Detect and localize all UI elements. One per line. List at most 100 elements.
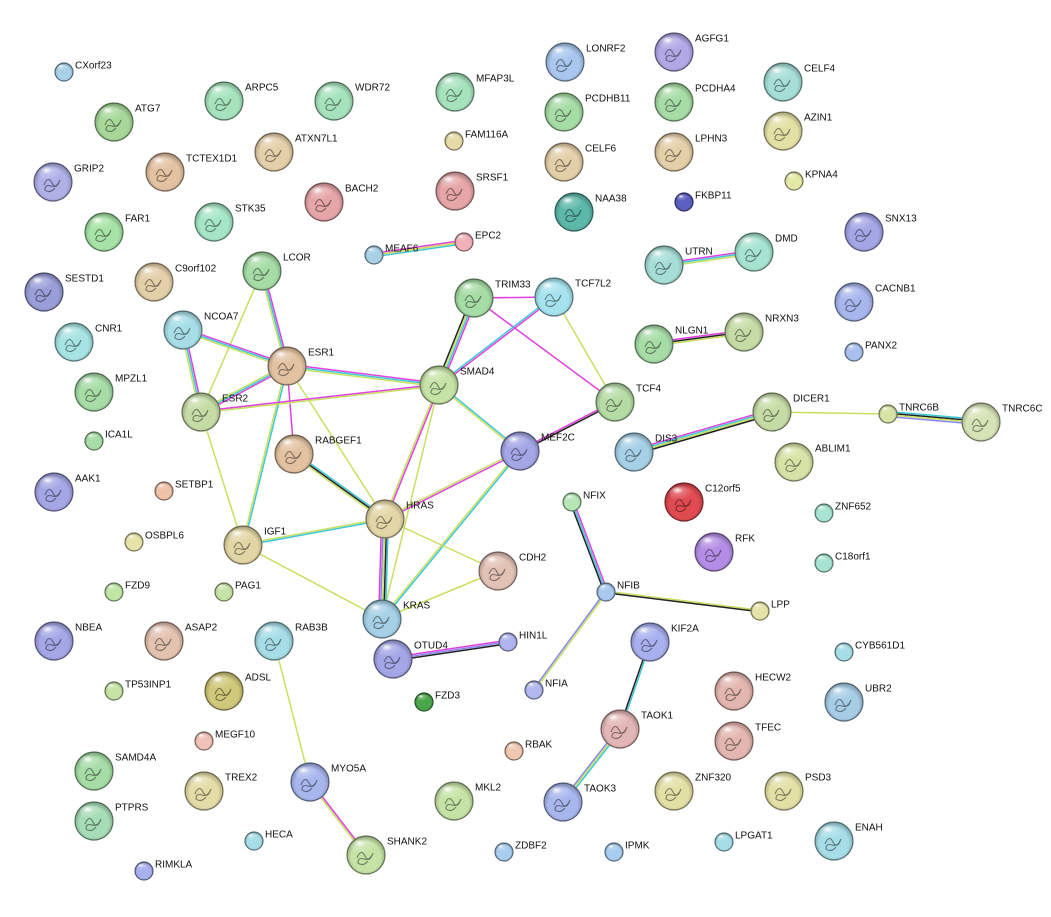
node-NFIX[interactable]: NFIX — [562, 491, 606, 512]
node-TAOK3[interactable]: TAOK3 — [543, 782, 616, 822]
node-PAG1[interactable]: PAG1 — [214, 581, 261, 602]
node-ZNF320[interactable]: ZNF320 — [654, 771, 732, 811]
node-NRXN3[interactable]: NRXN3 — [724, 312, 799, 352]
node-SMAD4[interactable]: SMAD4 — [419, 365, 495, 405]
node-TAOK1[interactable]: TAOK1 — [600, 709, 673, 749]
node-FAR1[interactable]: FAR1 — [84, 212, 150, 252]
node-CDH2[interactable]: CDH2 — [478, 551, 547, 591]
node-WDR72[interactable]: WDR72 — [314, 81, 390, 121]
node-ATG7[interactable]: ATG7 — [94, 102, 161, 142]
node-FKBP11[interactable]: FKBP11 — [674, 191, 732, 212]
node-OSBPL6[interactable]: OSBPL6 — [124, 531, 184, 552]
node-C12orf5[interactable]: C12orf5 — [664, 482, 741, 522]
node-NAA38[interactable]: NAA38 — [554, 192, 627, 232]
node-PCDHA4[interactable]: PCDHA4 — [654, 82, 736, 122]
node-TP53INP1[interactable]: TP53INP1 — [104, 680, 172, 701]
node-TRIM33[interactable]: TRIM33 — [454, 278, 531, 318]
node-NCOA7[interactable]: NCOA7 — [163, 310, 239, 350]
node-FAM116A[interactable]: FAM116A — [444, 130, 508, 151]
node-FZD3[interactable]: FZD3 — [414, 691, 460, 712]
node-RBAK[interactable]: RBAK — [504, 740, 553, 761]
node-RAB3B[interactable]: RAB3B — [254, 621, 328, 661]
node-RFK[interactable]: RFK — [694, 532, 755, 572]
node-PCDHB11[interactable]: PCDHB11 — [544, 92, 631, 132]
node-RIMKLA[interactable]: RIMKLA — [134, 860, 193, 881]
node-MPZL1[interactable]: MPZL1 — [74, 372, 148, 412]
node-C9orf102[interactable]: C9orf102 — [134, 262, 217, 302]
node-MEAF6[interactable]: MEAF6 — [364, 244, 419, 265]
node-LPP[interactable]: LPP — [750, 600, 790, 621]
node-OTUD4[interactable]: OTUD4 — [373, 639, 448, 679]
node-RABGEF1[interactable]: RABGEF1 — [274, 434, 362, 474]
node-CNR1[interactable]: CNR1 — [54, 322, 123, 362]
node-CACNB1[interactable]: CACNB1 — [834, 282, 916, 322]
node-MEGF10[interactable]: MEGF10 — [194, 730, 255, 751]
node-NBEA[interactable]: NBEA — [34, 621, 103, 661]
node-MKL2[interactable]: MKL2 — [434, 781, 502, 821]
node-TCF7L2[interactable]: TCF7L2 — [534, 277, 612, 317]
node-DMD[interactable]: DMD — [734, 232, 798, 272]
node-AAK1[interactable]: AAK1 — [34, 472, 101, 512]
node-TNRC6C[interactable]: TNRC6C — [961, 402, 1043, 442]
node-STK35[interactable]: STK35 — [194, 202, 266, 242]
node-ENAH[interactable]: ENAH — [814, 821, 883, 861]
node-UBR2[interactable]: UBR2 — [824, 682, 892, 722]
node-SETBP1[interactable]: SETBP1 — [154, 480, 214, 501]
node-SNX13[interactable]: SNX13 — [844, 212, 917, 252]
node-SRSF1[interactable]: SRSF1 — [435, 171, 509, 211]
node-CXorf23[interactable]: CXorf23 — [54, 61, 112, 82]
node-TCF4[interactable]: TCF4 — [595, 382, 661, 422]
node-ICA1L[interactable]: ICA1L — [84, 430, 133, 451]
node-AGFG1[interactable]: AGFG1 — [654, 32, 729, 72]
node-SESTD1[interactable]: SESTD1 — [24, 272, 104, 312]
node-SAMD4A[interactable]: SAMD4A — [74, 751, 156, 791]
node-KRAS[interactable]: KRAS — [362, 599, 431, 639]
node-AZIN1[interactable]: AZIN1 — [763, 111, 833, 151]
node-C18orf1[interactable]: C18orf1 — [814, 552, 871, 573]
node-TREX2[interactable]: TREX2 — [184, 771, 258, 811]
node-LPGAT1[interactable]: LPGAT1 — [714, 831, 773, 852]
node-SHANK2[interactable]: SHANK2 — [346, 835, 427, 875]
node-PANX2[interactable]: PANX2 — [844, 341, 897, 362]
node-ADSL[interactable]: ADSL — [204, 671, 272, 711]
node-ZDBF2[interactable]: ZDBF2 — [494, 841, 547, 862]
node-DICER1[interactable]: DICER1 — [752, 392, 830, 432]
node-MEF2C[interactable]: MEF2C — [500, 431, 575, 471]
node-LONRF2[interactable]: LONRF2 — [545, 42, 626, 82]
node-MYO5A[interactable]: MYO5A — [290, 762, 366, 802]
node-UTRN[interactable]: UTRN — [644, 245, 713, 285]
node-ABLIM1[interactable]: ABLIM1 — [774, 442, 851, 482]
node-NFIA[interactable]: NFIA — [524, 679, 568, 700]
node-CYB561D1[interactable]: CYB561D1 — [834, 641, 905, 662]
node-LPHN3[interactable]: LPHN3 — [654, 132, 728, 172]
node-KIF2A[interactable]: KIF2A — [630, 622, 699, 662]
node-EPC2[interactable]: EPC2 — [454, 231, 502, 252]
node-HRAS[interactable]: HRAS — [365, 499, 434, 539]
node-IPMK[interactable]: IPMK — [604, 841, 650, 862]
node-BACH2[interactable]: BACH2 — [304, 182, 379, 222]
node-LCOR[interactable]: LCOR — [242, 251, 311, 291]
node-ASAP2[interactable]: ASAP2 — [144, 621, 218, 661]
node-CELF4[interactable]: CELF4 — [763, 62, 836, 102]
node-NLGN1[interactable]: NLGN1 — [634, 324, 709, 364]
node-TNRC6B[interactable]: TNRC6B — [878, 403, 939, 424]
node-GRIP2[interactable]: GRIP2 — [33, 162, 104, 202]
node-PTPRS[interactable]: PTPRS — [74, 801, 149, 841]
node-NFIB[interactable]: NFIB — [596, 581, 640, 602]
node-ATXN7L1[interactable]: ATXN7L1 — [254, 132, 338, 172]
node-TFEC[interactable]: TFEC — [714, 721, 781, 761]
node-ESR1[interactable]: ESR1 — [267, 346, 335, 386]
node-DIS3[interactable]: DIS3 — [614, 432, 678, 472]
node-ESR2[interactable]: ESR2 — [181, 392, 249, 432]
node-FZD9[interactable]: FZD9 — [104, 581, 150, 602]
node-HECA[interactable]: HECA — [244, 830, 293, 851]
node-ARPC5[interactable]: ARPC5 — [204, 81, 279, 121]
node-IGF1[interactable]: IGF1 — [223, 525, 287, 565]
node-HIN1L[interactable]: HIN1L — [498, 631, 548, 652]
node-CELF6[interactable]: CELF6 — [544, 142, 617, 182]
node-PSD3[interactable]: PSD3 — [764, 771, 832, 811]
node-HECW2[interactable]: HECW2 — [714, 671, 792, 711]
node-MFAP3L[interactable]: MFAP3L — [435, 72, 515, 112]
node-ZNF652[interactable]: ZNF652 — [814, 502, 872, 523]
node-TCTEX1D1[interactable]: TCTEX1D1 — [145, 152, 238, 192]
